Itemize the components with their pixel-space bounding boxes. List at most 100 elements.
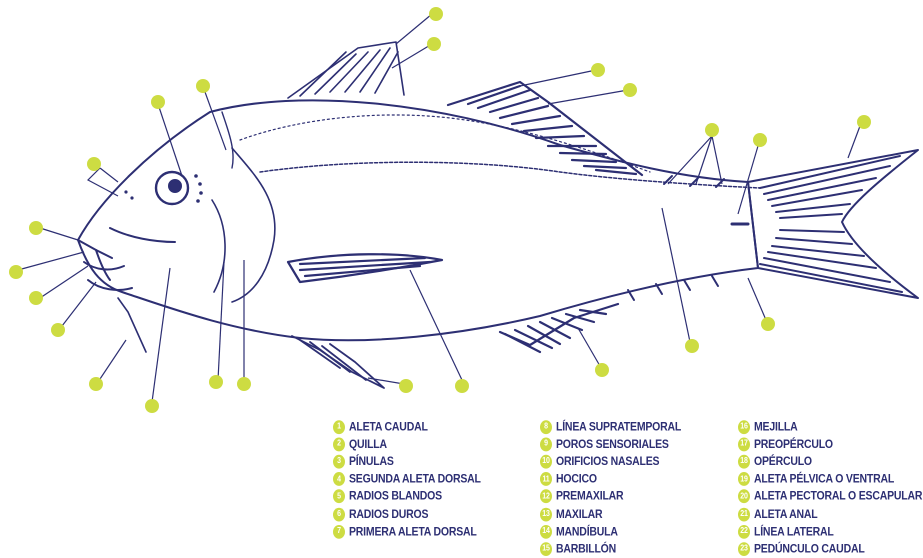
legend-item: 11 HOCICO xyxy=(540,470,681,487)
legend-marker: 5 xyxy=(333,490,345,504)
legend-marker: 3 xyxy=(333,455,345,469)
legend-item: 23 PEDÚNCULO CAUDAL xyxy=(738,540,922,557)
legend-marker: 22 xyxy=(738,525,750,539)
legend-label: PREMAXILAR xyxy=(556,490,623,504)
legend-item: 13 MAXILAR xyxy=(540,505,681,522)
caudal-fin xyxy=(748,150,918,298)
legend-label: PREOPÉRCULO xyxy=(754,437,833,451)
nasal-openings xyxy=(124,190,133,199)
legend-label: HOCICO xyxy=(556,472,597,486)
callout-21 xyxy=(595,363,609,377)
legend-item: 15 BARBILLÓN xyxy=(540,540,681,557)
callout-leaders xyxy=(18,14,860,402)
callout-2 xyxy=(753,133,767,147)
legend-marker: 20 xyxy=(738,490,750,504)
callout-13 xyxy=(29,291,43,305)
first-dorsal-fin xyxy=(288,42,404,98)
callout-markers xyxy=(9,7,871,413)
legend-label: LÍNEA SUPRATEMPORAL xyxy=(556,420,681,434)
legend-label: MAXILAR xyxy=(556,507,602,521)
legend-marker: 16 xyxy=(738,420,750,434)
legend-item: 22 LÍNEA LATERAL xyxy=(738,523,922,540)
pectoral-fin xyxy=(288,254,442,282)
callout-16 xyxy=(145,399,159,413)
legend-marker: 4 xyxy=(333,472,345,486)
legend-label: LÍNEA LATERAL xyxy=(754,525,834,539)
legend-label: PEDÚNCULO CAUDAL xyxy=(754,542,865,556)
callout-14 xyxy=(51,323,65,337)
legend-label: RADIOS BLANDOS xyxy=(349,490,442,504)
legend-marker: 12 xyxy=(540,490,552,504)
callout-18 xyxy=(237,377,251,391)
legend-marker: 15 xyxy=(540,542,552,556)
callout-8 xyxy=(196,79,210,93)
legend-item: 8 LÍNEA SUPRATEMPORAL xyxy=(540,418,681,435)
eye-pupil xyxy=(169,180,181,192)
legend-column-2: 8LÍNEA SUPRATEMPORAL 9POROS SENSORIALES … xyxy=(540,418,681,558)
legend-label: ORIFICIOS NASALES xyxy=(556,455,659,469)
legend-label: ALETA PECTORAL O ESCAPULAR xyxy=(754,490,922,504)
legend-marker: 1 xyxy=(333,420,345,434)
legend-marker: 19 xyxy=(738,472,750,486)
sensory-pores xyxy=(194,174,203,203)
legend-marker: 18 xyxy=(738,455,750,469)
legend-item: 16 MEJILLA xyxy=(738,418,922,435)
legend-marker: 14 xyxy=(540,525,552,539)
legend-item: 14 MANDÍBULA xyxy=(540,523,681,540)
legend-label: POROS SENSORIALES xyxy=(556,437,669,451)
callout-7 xyxy=(429,7,443,21)
legend-label: MANDÍBULA xyxy=(556,525,618,539)
callout-6 xyxy=(427,37,441,51)
legend-item: 6 RADIOS DUROS xyxy=(333,505,481,522)
legend-item: 4 SEGUNDA ALETA DORSAL xyxy=(333,470,481,487)
callout-10 xyxy=(87,157,101,171)
legend-item: 12 PREMAXILAR xyxy=(540,488,681,505)
legend-label: MEJILLA xyxy=(754,420,798,434)
callout-17 xyxy=(209,375,223,389)
callout-23 xyxy=(761,317,775,331)
legend-marker: 10 xyxy=(540,455,552,469)
legend-label: PÍNULAS xyxy=(349,455,394,469)
legend-label: OPÉRCULO xyxy=(754,455,812,469)
legend-label: ALETA CAUDAL xyxy=(349,420,428,434)
callout-4 xyxy=(623,83,637,97)
callout-1 xyxy=(857,115,871,129)
legend-item: 3 PÍNULAS xyxy=(333,453,481,470)
legend-marker: 23 xyxy=(738,542,750,556)
callout-12 xyxy=(9,265,23,279)
legend-item: 1 ALETA CAUDAL xyxy=(333,418,481,435)
supratemporal-line xyxy=(222,112,233,168)
fish-illustration xyxy=(78,42,918,388)
legend-marker: 6 xyxy=(333,507,345,521)
callout-5 xyxy=(591,63,605,77)
callout-19 xyxy=(399,379,413,393)
callout-15 xyxy=(89,377,103,391)
legend-marker: 13 xyxy=(540,507,552,521)
legend-label: BARBILLÓN xyxy=(556,542,616,556)
legend-marker: 11 xyxy=(540,472,552,486)
legend-label: SEGUNDA ALETA DORSAL xyxy=(349,472,481,486)
second-dorsal-fin xyxy=(448,82,642,175)
callout-9 xyxy=(151,95,165,109)
legend-marker: 17 xyxy=(738,437,750,451)
callout-20 xyxy=(455,379,469,393)
legend-label: RADIOS DUROS xyxy=(349,507,428,521)
body-outline xyxy=(78,100,758,340)
callout-3 xyxy=(705,123,719,137)
callout-11 xyxy=(29,221,43,235)
legend-marker: 8 xyxy=(540,420,552,434)
barbel xyxy=(118,298,146,352)
legend-marker: 7 xyxy=(333,525,345,539)
legend-label: ALETA PÉLVICA O VENTRAL xyxy=(754,472,894,486)
legend-item: 20 ALETA PECTORAL O ESCAPULAR xyxy=(738,488,922,505)
legend-label: ALETA ANAL xyxy=(754,507,818,521)
legend-item: 5 RADIOS BLANDOS xyxy=(333,488,481,505)
legend-item: 18 OPÉRCULO xyxy=(738,453,922,470)
legend-item: 17 PREOPÉRCULO xyxy=(738,435,922,452)
